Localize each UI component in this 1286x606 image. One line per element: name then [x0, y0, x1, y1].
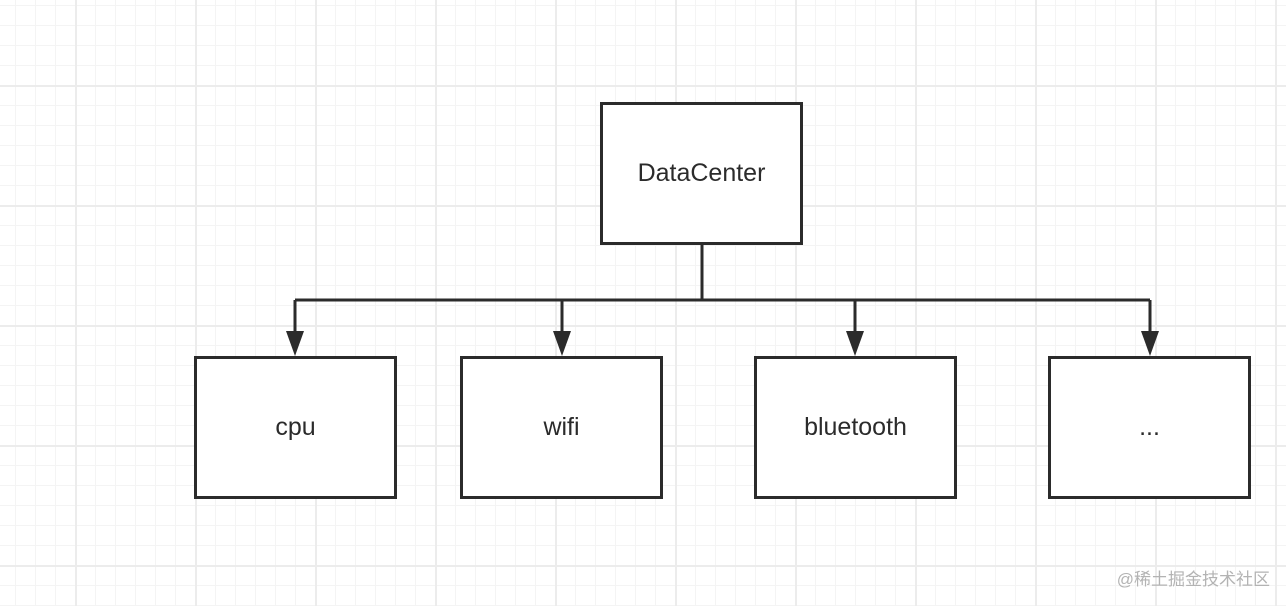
- node-bluetooth-label: bluetooth: [804, 413, 907, 441]
- node-bluetooth[interactable]: bluetooth: [754, 356, 957, 499]
- node-wifi-label: wifi: [543, 413, 580, 441]
- node-more-label: ...: [1139, 413, 1160, 441]
- node-cpu[interactable]: cpu: [194, 356, 397, 499]
- node-wifi[interactable]: wifi: [460, 356, 663, 499]
- node-datacenter[interactable]: DataCenter: [600, 102, 803, 245]
- arrowhead-more: [1141, 331, 1159, 356]
- watermark: @稀土掘金技术社区: [1116, 570, 1270, 589]
- node-cpu-label: cpu: [275, 413, 316, 441]
- arrowhead-wifi: [553, 331, 571, 356]
- node-datacenter-label: DataCenter: [637, 159, 766, 187]
- node-more[interactable]: ...: [1048, 356, 1251, 499]
- arrowhead-bluetooth: [846, 331, 864, 356]
- arrowhead-cpu: [286, 331, 304, 356]
